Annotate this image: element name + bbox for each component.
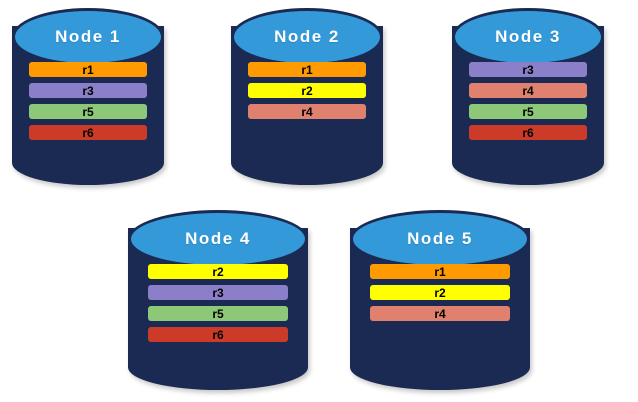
node-label: Node 5 (407, 229, 473, 248)
node-label: Node 4 (185, 229, 251, 248)
replica-bar-r4[interactable]: r4 (247, 104, 367, 119)
node-cylinder-3[interactable]: Node 3 r3 r4 r5 r6 (452, 8, 604, 185)
replica-bar-r1[interactable]: r1 (369, 264, 511, 279)
replica-bar-r5[interactable]: r5 (147, 306, 289, 321)
replica-bar-r2[interactable]: r2 (247, 83, 367, 98)
replica-bar-r2[interactable]: r2 (147, 264, 289, 279)
replica-bar-r4[interactable]: r4 (468, 83, 588, 98)
replica-bar-r4[interactable]: r4 (369, 306, 511, 321)
replica-list: r1 r2 r4 (231, 62, 383, 119)
replica-bar-r2[interactable]: r2 (369, 285, 511, 300)
replica-bar-r3[interactable]: r3 (147, 285, 289, 300)
replica-bar-r5[interactable]: r5 (28, 104, 148, 119)
node-label: Node 3 (495, 27, 561, 46)
node-cylinder-4[interactable]: Node 4 r2 r3 r5 r6 (128, 210, 308, 390)
replica-bar-r6[interactable]: r6 (147, 327, 289, 342)
replica-list: r1 r3 r5 r6 (12, 62, 164, 140)
replica-bar-r3[interactable]: r3 (468, 62, 588, 77)
replica-bar-r5[interactable]: r5 (468, 104, 588, 119)
node-cylinder-2[interactable]: Node 2 r1 r2 r4 (231, 8, 383, 185)
replica-bar-r6[interactable]: r6 (28, 125, 148, 140)
replica-bar-r1[interactable]: r1 (28, 62, 148, 77)
node-cylinder-1[interactable]: Node 1 r1 r3 r5 r6 (12, 8, 164, 185)
replica-list: r3 r4 r5 r6 (452, 62, 604, 140)
cylinder-top-ellipse (350, 210, 530, 268)
replica-list: r2 r3 r5 r6 (128, 264, 308, 342)
replica-bar-r1[interactable]: r1 (247, 62, 367, 77)
cylinder-top-ellipse (231, 8, 383, 66)
replica-bar-r6[interactable]: r6 (468, 125, 588, 140)
cylinder-top-ellipse (12, 8, 164, 66)
node-label: Node 1 (55, 27, 121, 46)
replica-bar-r3[interactable]: r3 (28, 83, 148, 98)
node-cylinder-5[interactable]: Node 5 r1 r2 r4 (350, 210, 530, 390)
replica-list: r1 r2 r4 (350, 264, 530, 321)
node-label: Node 2 (274, 27, 340, 46)
